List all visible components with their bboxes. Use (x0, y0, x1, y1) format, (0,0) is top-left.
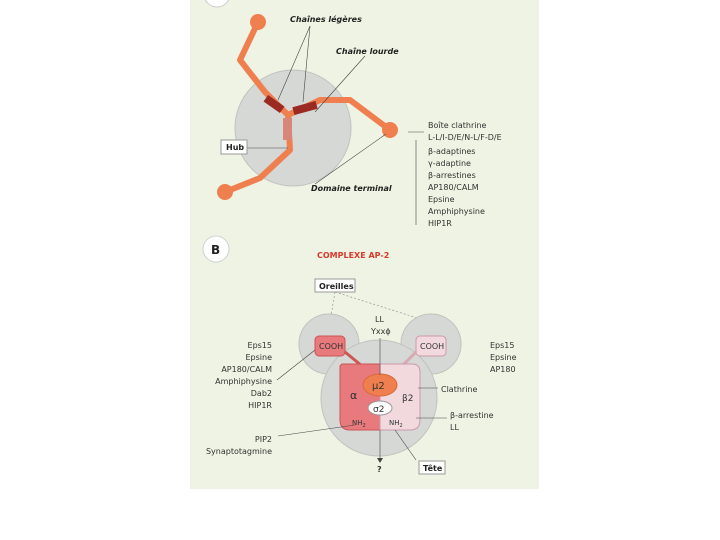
sigma2-subunit (367, 400, 393, 416)
terminal-domain-right (382, 122, 398, 138)
cooh-right-box (415, 335, 447, 357)
left-partner: Amphiphysine (215, 377, 272, 386)
left-partner: Dab2 (251, 389, 272, 398)
label-chaine-lourde: Chaîne lourde (336, 47, 399, 56)
hub-label-box (220, 139, 248, 155)
cooh-left-box (314, 335, 346, 357)
label-clathrine: Clathrine (441, 385, 478, 394)
figure-panel: Chaînes légères Chaîne lourde Hub Domain… (190, 0, 539, 489)
light-chain-1 (263, 94, 285, 114)
label-hub: Hub (226, 143, 244, 152)
right-partner: AP180 (490, 365, 516, 374)
binding-item: β-adaptines (428, 147, 475, 156)
label-question: ? (377, 465, 382, 474)
label-pip2: PIP2 (255, 435, 272, 444)
binding-item: HIP1R (428, 219, 452, 228)
binding-item: AP180/CALM (428, 183, 479, 192)
beta2-subunit (379, 363, 421, 431)
hub-circle (234, 69, 352, 187)
label-mu2: μ2 (372, 381, 385, 392)
label-arrestine: β-arrestine (450, 411, 494, 420)
label-synaptotagmine: Synaptotagmine (206, 447, 272, 456)
panel-b-letter-circle (202, 235, 230, 263)
clathrin-ap2-diagram: Chaînes légères Chaîne lourde Hub Domain… (202, 0, 517, 475)
motif-yxx: Yxxɸ (370, 327, 391, 336)
label-alpha: α (350, 389, 357, 402)
binding-item: L-L/I-D/E/N-L/F-D/E (428, 133, 502, 142)
binding-list: Boîte clathrine L-L/I-D/E/N-L/F-D/E β-ad… (428, 121, 502, 228)
panel-b-letter: B (211, 243, 220, 257)
question-arrow (377, 458, 383, 463)
label-beta2: β2 (402, 394, 413, 404)
panel-b-title: COMPLEXE AP-2 (317, 251, 389, 260)
light-chain-2 (292, 101, 318, 115)
binding-item: Epsine (428, 195, 455, 204)
tete-box (418, 460, 446, 475)
label-sigma2: σ2 (373, 405, 384, 415)
terminal-domain-bottom (217, 184, 233, 200)
panel-a-letter-circle (204, 0, 230, 8)
label-arrestine-ll: LL (450, 423, 459, 432)
left-partner-list: Eps15 Epsine AP180/CALM Amphiphysine Dab… (215, 341, 272, 410)
cooh-right: COOH (420, 342, 444, 351)
motif-ll: LL (375, 315, 384, 324)
right-partner-list: Eps15 Epsine AP180 (490, 341, 517, 374)
label-tete: Tête (423, 463, 443, 473)
label-nh2-right: NH2 (389, 419, 403, 429)
label-oreilles: Oreilles (319, 282, 354, 291)
binding-item: β-arrestines (428, 171, 476, 180)
right-partner: Epsine (490, 353, 517, 362)
binding-item: Boîte clathrine (428, 121, 487, 130)
label-domaine-terminal: Domaine terminal (311, 184, 392, 193)
terminal-domain-top (250, 14, 266, 30)
left-partner: HIP1R (248, 401, 272, 410)
left-partner: Epsine (245, 353, 272, 362)
left-partner: Eps15 (248, 341, 272, 350)
label-chaines-legeres: Chaînes légères (290, 14, 362, 24)
light-chain-3 (283, 118, 292, 140)
binding-item: γ-adaptine (428, 159, 471, 168)
binding-item: Amphiphysine (428, 207, 485, 216)
left-partner: AP180/CALM (221, 365, 272, 374)
label-nh2-left: NH2 (352, 419, 366, 429)
right-partner: Eps15 (490, 341, 514, 350)
cooh-left: COOH (319, 342, 343, 351)
